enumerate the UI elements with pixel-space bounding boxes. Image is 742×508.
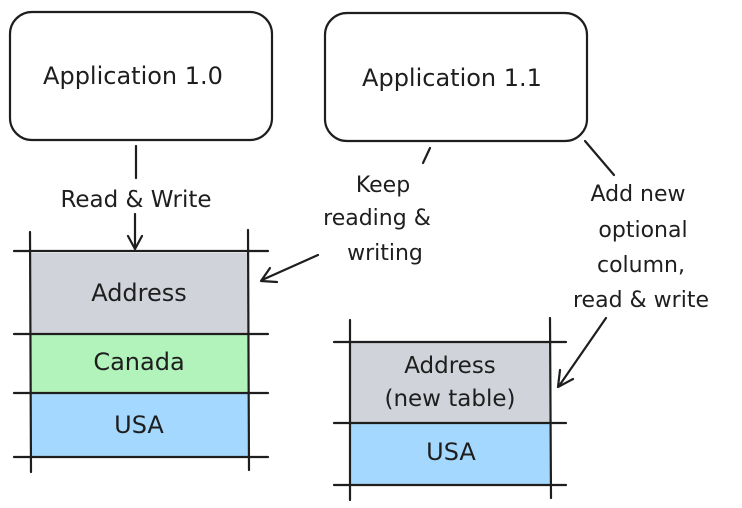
application-1-0-box <box>8 10 274 142</box>
add-column-label-line-4: read & write <box>573 288 709 313</box>
new-table-label-usa: USA <box>426 438 476 466</box>
application-1-1-node: Application 1.1 <box>323 11 589 143</box>
read-write-arrow: Read & Write <box>60 144 212 251</box>
application-1-0-node: Application 1.0 <box>8 10 274 142</box>
new-table-row-address <box>350 343 550 422</box>
read-write-label: Read & Write <box>60 187 211 213</box>
add-column-arrow-line <box>583 139 616 177</box>
add-column-label-line-2: optional <box>598 218 687 243</box>
keep-arrow-line <box>260 253 320 282</box>
keep-label-line-1: Keep <box>356 173 410 198</box>
old-table-row-usa <box>30 394 248 456</box>
keep-label-line-2: reading & <box>323 206 431 231</box>
add-column-label-line-3: column, <box>597 253 685 278</box>
old-table-row-address <box>30 253 248 333</box>
add-column-arrow: Add new optional column, read & write <box>556 139 709 389</box>
new-table-label-address: Address <box>404 353 496 379</box>
old-table: Address Canada USA <box>12 228 270 474</box>
keep-arrow: Keep reading & writing <box>259 146 432 284</box>
new-table-row-usa <box>350 424 550 484</box>
add-column-arrow-line <box>557 316 608 388</box>
read-write-arrowhead <box>126 234 144 251</box>
keep-label-line-3: writing <box>347 241 423 266</box>
old-table-label-address: Address <box>91 279 187 307</box>
add-column-label-line-1: Add new <box>590 182 685 207</box>
old-table-gridline <box>28 230 33 474</box>
keep-arrow-line <box>421 146 432 165</box>
old-table-label-usa: USA <box>114 411 164 439</box>
application-1-1-label: Application 1.1 <box>362 64 542 92</box>
new-table: Address (new table) USA <box>332 316 568 502</box>
new-table-label-new-table: (new table) <box>384 386 515 412</box>
old-table-gridline <box>246 228 251 472</box>
add-column-arrowhead <box>556 368 575 389</box>
old-table-row-canada <box>30 334 248 392</box>
keep-arrowhead <box>259 266 279 284</box>
old-table-label-canada: Canada <box>93 348 184 376</box>
application-1-0-label: Application 1.0 <box>43 62 223 90</box>
application-1-1-box <box>323 11 589 143</box>
new-table-gridline <box>548 316 553 500</box>
